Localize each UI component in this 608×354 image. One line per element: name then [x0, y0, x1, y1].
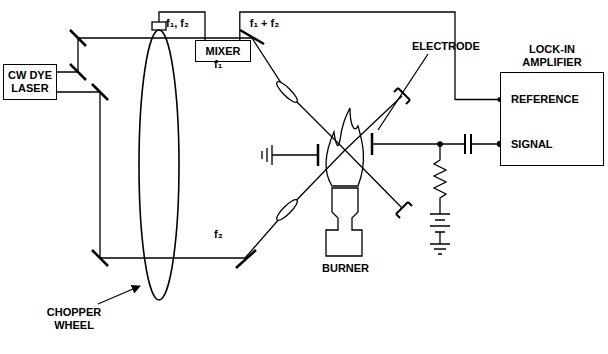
signal-name: f₁, f₂	[166, 17, 189, 30]
part-name: BURNER	[322, 262, 369, 275]
mixer-box: MIXER	[195, 40, 251, 62]
battery	[430, 214, 450, 244]
beam-name: f₁	[214, 58, 222, 71]
laser-beam	[57, 38, 402, 208]
lock-in-amplifier-box: LOCK-IN AMPLIFIERREFERENCESIGNAL	[500, 72, 604, 166]
signal-wire	[240, 12, 500, 100]
mirror	[92, 84, 108, 100]
beam-name: f₂	[214, 228, 223, 241]
laser-box: CW DYE LASER	[3, 64, 57, 100]
chopper-pickup	[152, 22, 166, 30]
lens	[274, 197, 299, 222]
chopper-wheel	[139, 30, 179, 300]
laser-name: CW DYE LASER	[6, 69, 54, 95]
input-name: SIGNAL	[511, 138, 553, 151]
flame	[326, 108, 363, 186]
beam-stop	[396, 202, 412, 218]
input-name: REFERENCE	[511, 93, 579, 106]
part-name: ELECTRODE	[412, 40, 480, 53]
pickup-wire	[159, 12, 205, 40]
laser-beam	[57, 92, 402, 258]
leader-line	[378, 54, 428, 130]
mirror	[70, 30, 86, 46]
part-name: CHOPPER WHEEL	[44, 306, 104, 332]
signal-wire	[372, 143, 500, 144]
mixer-name: MIXER	[206, 45, 241, 58]
mirror	[236, 250, 256, 268]
instrument-name: LOCK-IN AMPLIFIER	[501, 43, 603, 69]
ground-symbol	[262, 145, 272, 165]
capacitor	[465, 134, 471, 154]
ground-symbol	[430, 244, 450, 254]
ground-wire	[272, 154, 318, 155]
leader-line	[98, 286, 140, 304]
lens	[274, 79, 299, 104]
signal-name: f₁ + f₂	[250, 17, 279, 30]
resistor	[434, 144, 446, 214]
burner	[326, 188, 362, 256]
beam-splitter	[70, 64, 86, 80]
mirror	[92, 250, 108, 266]
